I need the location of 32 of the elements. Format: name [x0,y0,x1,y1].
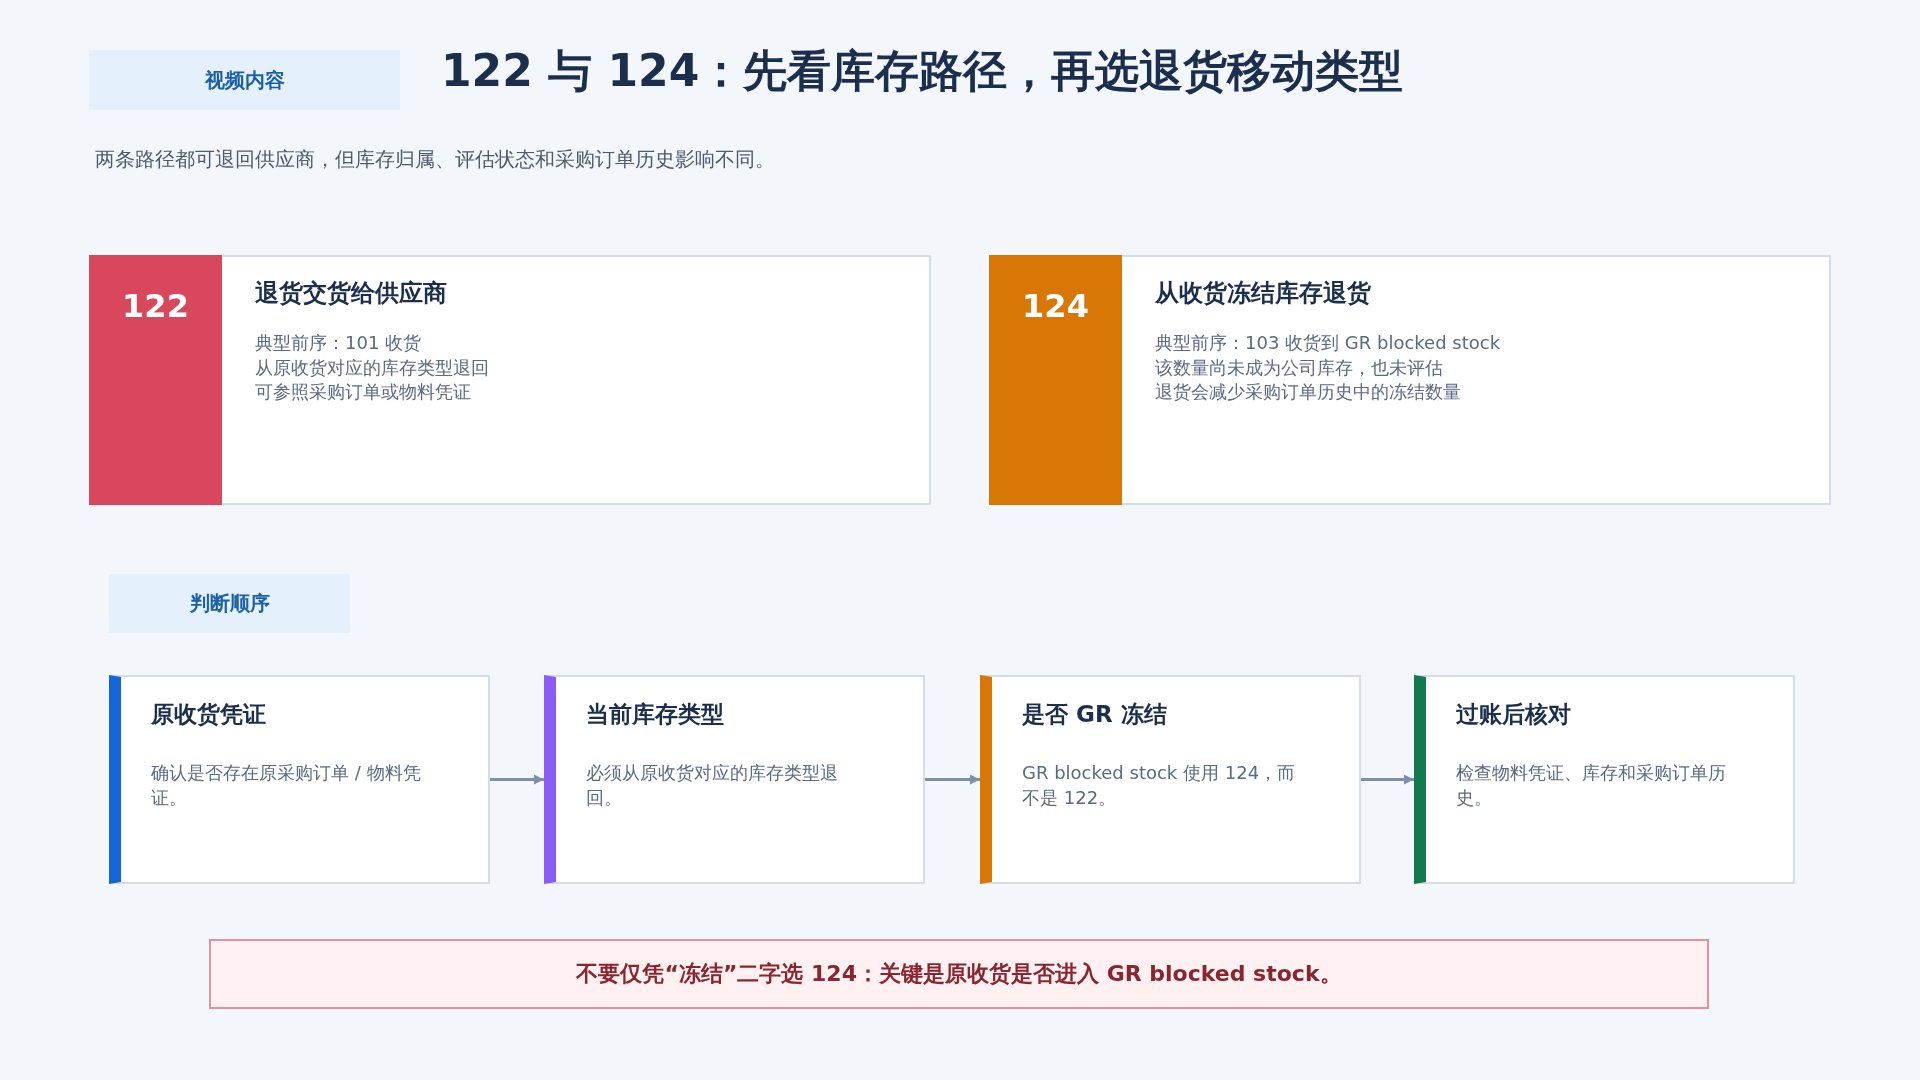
step-description: 确认是否存在原采购订单 / 物料凭证。 [151,761,422,810]
move-type-number: 124 [989,255,1122,505]
card-text: 可参照采购订单或物料凭证 [255,380,471,404]
step-description: GR blocked stock 使用 124，而不是 122。 [1022,761,1297,810]
step-title: 过账后核对 [1456,700,1571,729]
move-type-number: 122 [89,255,222,505]
warning-note: 不要仅凭“冻结”二字选 124：关键是原收货是否进入 GR blocked stock。 [209,939,1709,1009]
step-card [544,675,925,884]
arrow [925,774,980,785]
step-title: 原收货凭证 [151,700,266,729]
card-text: 典型前序：103 收货到 GR blocked stock [1155,331,1501,355]
card-text: 该数量尚未成为公司库存，也未评估 [1155,355,1443,380]
step-description: 检查物料凭证、库存和采购订单历史。 [1456,761,1727,810]
card-text: 退货会减少采购订单历史中的冻结数量 [1155,380,1461,404]
move-type-card [89,255,931,505]
section-heading: 判断顺序 [109,574,350,633]
card-title: 退货交货给供应商 [255,278,447,309]
step-card [980,675,1361,884]
section-heading: 视频内容 [89,50,400,110]
step-description: 必须从原收货对应的库存类型退回。 [586,761,839,810]
step-title: 是否 GR 冻结 [1022,700,1167,729]
arrow [1361,774,1414,785]
card-text: 典型前序：101 收货 [255,331,422,355]
card-title: 从收货冻结库存退货 [1155,278,1371,309]
step-card [109,675,490,884]
page-title: 122 与 124：先看库存路径，再选退货移动类型 [441,44,1404,98]
step-card [1414,675,1795,884]
arrow [490,774,544,785]
subtitle: 两条路径都可退回供应商，但库存归属、评估状态和采购订单历史影响不同。 [95,146,775,173]
card-text: 从原收货对应的库存类型退回 [255,355,489,380]
step-title: 当前库存类型 [586,700,724,729]
move-type-card [989,255,1831,505]
